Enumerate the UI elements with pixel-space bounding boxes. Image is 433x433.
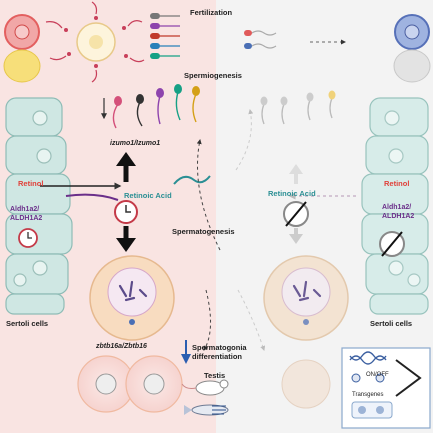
- spermatids-right-icon: [260, 90, 336, 125]
- sperm-faded-right-icon: [244, 30, 277, 49]
- on-off-label: ON/OFF: [366, 372, 389, 378]
- clock-crossed-sertoli-icon: [379, 231, 405, 257]
- izumo-label: izumo1/Izumo1: [110, 140, 161, 147]
- clock-sertoli-icon: [18, 228, 38, 248]
- sperm-row-left-icon: [150, 13, 180, 59]
- ra-wave-icon: [173, 175, 211, 185]
- testis-label: Testis: [204, 371, 226, 380]
- cas-scissors-icon: [351, 373, 385, 383]
- aldh-right-label-2: ALDH1A2: [382, 213, 415, 220]
- methods-inset-box: [341, 347, 431, 429]
- clock-left-icon: [114, 200, 138, 224]
- egg-left-icon: [3, 14, 41, 83]
- aldh-left-label-2: ALDH1A2: [10, 215, 43, 222]
- retinoic-acid-left-label: Retinoic Acid: [124, 191, 172, 200]
- sertoli-cells-left-icon: [5, 97, 73, 315]
- spermatids-left-icon: [112, 84, 200, 129]
- spermiogenesis-label: Spermiogenesis: [184, 71, 242, 80]
- egg-right-icon: [393, 14, 431, 83]
- retinoic-acid-right-label: Retinoic Acid: [268, 189, 316, 198]
- clock-crossed-right-icon: [283, 201, 309, 227]
- dna-icon: [349, 351, 387, 365]
- down-arrow-head-icon: [116, 238, 136, 252]
- transgenes-label: Transgenes: [352, 392, 384, 398]
- spermatocyte-right-icon: [263, 255, 349, 341]
- differentiation-arc-right: [237, 289, 266, 351]
- differentiation-label-2: differentiation: [192, 352, 242, 361]
- retinol-right-label: Retinol: [384, 179, 410, 188]
- fertilization-label: Fertilization: [190, 8, 233, 17]
- aldh-left-label-1: Aldh1a2/: [10, 206, 40, 213]
- inset-chevron-icon: [395, 359, 422, 397]
- sertoli-cells-right-icon: [361, 97, 429, 315]
- spermatogenesis-label: Spermatogenesis: [172, 227, 235, 236]
- spermatogonia-right-icon: [281, 359, 331, 409]
- zbtb-label: zbtb16a/Zbtb16: [96, 343, 147, 350]
- spermatogenesis-arc-right: [235, 109, 254, 171]
- down-arrow-right-icon: [289, 234, 303, 244]
- zebrafish-icon: [184, 404, 229, 416]
- spermatocyte-left-icon: [89, 255, 175, 341]
- differentiation-arc-left: [203, 289, 211, 351]
- aldh-right-label-1: Aldh1a2/: [382, 204, 412, 211]
- sertoli-right-label: Sertoli cells: [370, 319, 413, 328]
- up-arrow-right-icon: [289, 164, 303, 174]
- spermatogonia-left-icon: [77, 355, 183, 413]
- sertoli-left-label: Sertoli cells: [6, 319, 49, 328]
- up-arrow-head-icon: [116, 152, 136, 166]
- fertilization-egg-icon: [45, 1, 145, 83]
- mouse-icon: [181, 379, 229, 396]
- spermatogenesis-arc-left: [196, 139, 221, 251]
- retinol-left-label: Retinol: [18, 179, 44, 188]
- differentiation-label-1: Spermatogonia: [192, 343, 247, 352]
- aldh-squiggle-icon: [65, 193, 119, 201]
- petri-dish-icon: [351, 401, 393, 419]
